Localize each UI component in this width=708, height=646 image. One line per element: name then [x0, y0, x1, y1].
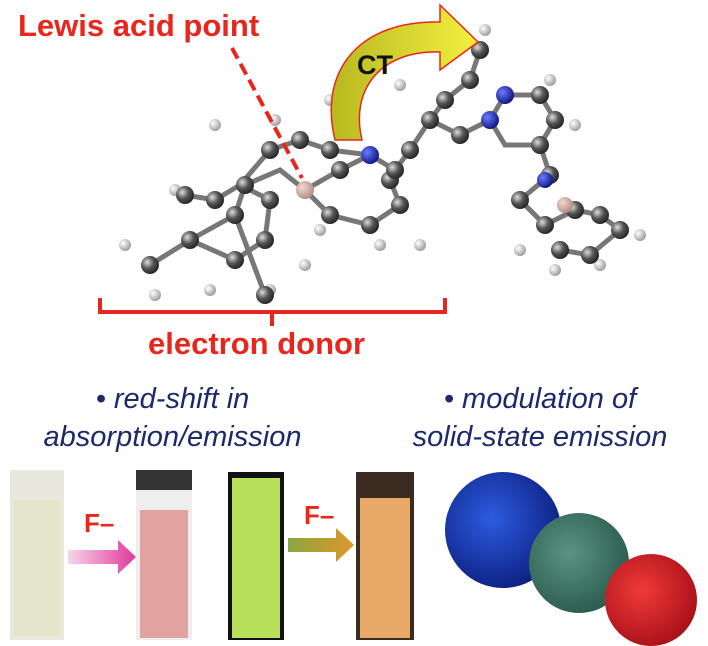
arrow-orange: [288, 528, 354, 562]
arrow-pink: [68, 540, 136, 574]
modulation-line-2: solid-state emission: [412, 421, 668, 453]
sphere-green: [529, 513, 629, 613]
vial-4: [356, 472, 414, 640]
vial-3: [228, 472, 284, 640]
fluoride-label-1: F–: [84, 508, 115, 538]
molecule-atoms: [119, 24, 646, 304]
redshift-text: • red-shift in absorption/emission: [0, 380, 345, 456]
electron-donor-label: electron donor: [148, 326, 366, 361]
lewis-acid-label: Lewis acid point: [18, 8, 260, 43]
ct-arrow: [330, 3, 480, 141]
lewis-acid-pointer: [230, 47, 304, 179]
redshift-line-1: • red-shift in: [95, 383, 250, 415]
vial-1: [10, 470, 64, 640]
vial-2: [136, 470, 192, 640]
modulation-line-1: • modulation of: [443, 383, 637, 415]
redshift-line-2: absorption/emission: [43, 421, 302, 453]
nitrogen-atoms: [361, 86, 553, 188]
sphere-red: [605, 554, 697, 646]
boron-atoms: [296, 181, 573, 213]
modulation-text: • modulation of solid-state emission: [372, 380, 708, 456]
ct-label: CT: [357, 50, 393, 80]
fluoride-label-2: F–: [304, 500, 335, 530]
electron-donor-bracket: [98, 298, 447, 326]
